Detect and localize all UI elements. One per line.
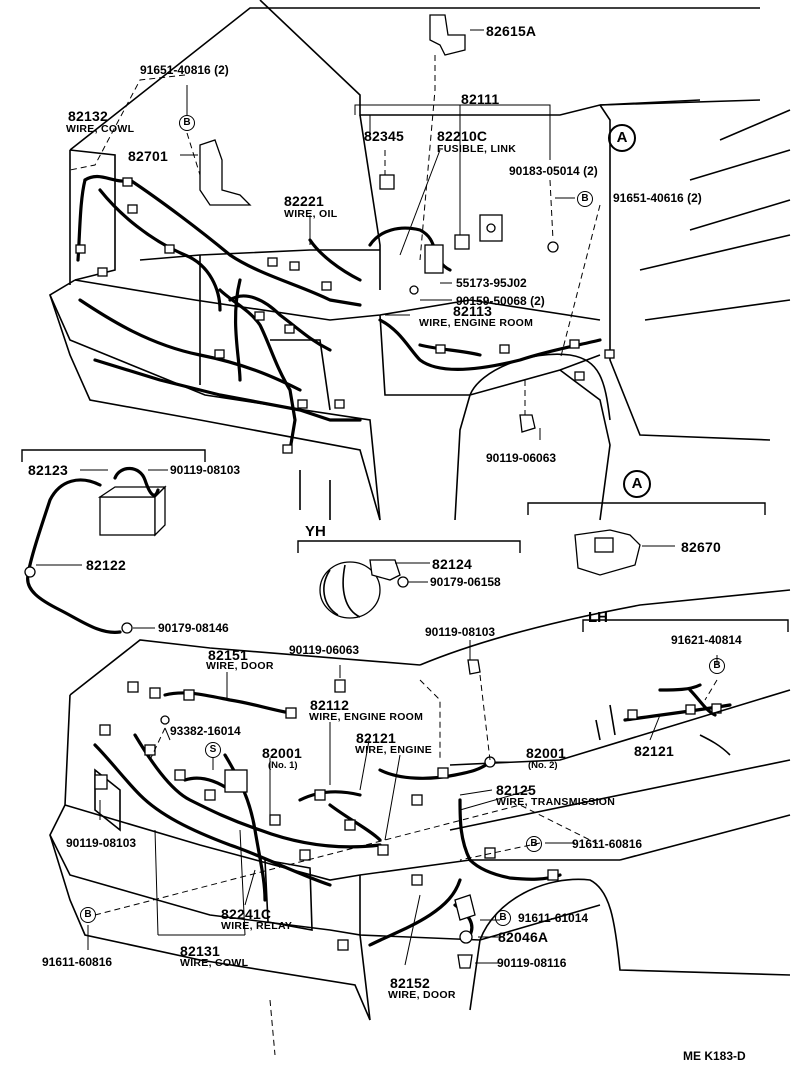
- drawing-reference-code: ME K183-D: [683, 1049, 746, 1063]
- label-82615A: 82615A: [486, 23, 537, 39]
- label-82221: 82221: [284, 193, 324, 209]
- marker-a-top: A: [608, 124, 636, 152]
- label-82121-lh: 82121: [634, 743, 674, 759]
- label-82121-mid-desc: WIRE, ENGINE: [355, 744, 433, 756]
- marker-b-1: B: [179, 115, 195, 131]
- marker-b-3: B: [709, 658, 725, 674]
- label-82241C-desc: WIRE, RELAY: [221, 920, 293, 932]
- top-parts: [75, 14, 615, 454]
- label-90119-08103-bot: 90119-08103: [66, 836, 137, 850]
- label-82132: 82132: [68, 108, 108, 124]
- label-90183-05014: 90183-05014 (2): [509, 164, 598, 178]
- bottom-parts: [94, 659, 559, 969]
- label-82001-no1: 82001: [262, 745, 302, 761]
- top-wire-harness: [76, 174, 602, 452]
- label-82210C-desc: FUSIBLE, LINK: [437, 143, 517, 155]
- label-82131-desc: WIRE, COWL: [180, 957, 249, 969]
- section-lh-title: LH: [588, 609, 608, 626]
- label-82124: 82124: [432, 556, 472, 572]
- label-90179-08146: 90179-08146: [158, 621, 229, 635]
- label-82125: 82125: [496, 782, 536, 798]
- label-55173-95J02: 55173-95J02: [456, 276, 527, 290]
- label-82221-desc: WIRE, OIL: [284, 208, 338, 220]
- label-91651-40616: 91651-40616 (2): [613, 191, 702, 205]
- label-82701: 82701: [128, 148, 168, 164]
- marker-s: S: [205, 742, 221, 758]
- marker-b-6: B: [80, 907, 96, 923]
- label-82241C: 82241C: [221, 906, 272, 922]
- label-91611-60816-left: 91611-60816: [42, 955, 113, 969]
- lh-group: [582, 619, 789, 756]
- bottom-vehicle-body: [49, 589, 791, 1056]
- label-82111: 82111: [461, 91, 500, 107]
- label-82210C: 82210C: [437, 128, 488, 144]
- label-82001-no2: 82001: [526, 745, 566, 761]
- bottom-leaders: [87, 640, 601, 966]
- label-82670: 82670: [681, 539, 721, 555]
- marker-b-4: B: [526, 836, 542, 852]
- label-91651-40816: 91651-40816 (2): [140, 63, 229, 77]
- label-90179-06158: 90179-06158: [430, 575, 501, 589]
- label-82345: 82345: [364, 128, 404, 144]
- label-82046A: 82046A: [498, 929, 549, 945]
- marker-b-5: B: [495, 910, 511, 926]
- label-90159-50068: 90159-50068 (2): [456, 294, 545, 308]
- label-90119-06063-mid: 90119-06063: [289, 643, 360, 657]
- label-82122: 82122: [86, 557, 126, 573]
- label-91611-60816-right: 91611-60816: [572, 837, 643, 851]
- label-82001-no1-desc: (No. 1): [268, 760, 298, 771]
- label-82001-no2-desc: (No. 2): [528, 760, 558, 771]
- yh-group: [297, 540, 521, 619]
- label-82113: 82113: [453, 303, 493, 319]
- top-leaders: [69, 29, 601, 440]
- label-82113-desc: WIRE, ENGINE ROOM: [419, 317, 534, 329]
- label-90119-08103-mid: 90119-08103: [425, 625, 496, 639]
- marker-a-detail: A: [623, 470, 651, 498]
- label-91611-61014: 91611-61014: [518, 911, 589, 925]
- label-82132-desc: WIRE, COWL: [66, 123, 135, 135]
- label-90119-08116: 90119-08116: [497, 956, 567, 970]
- label-82123: 82123: [28, 462, 68, 478]
- bottom-wire-harness: [93, 691, 562, 947]
- label-82152-desc: WIRE, DOOR: [388, 989, 456, 1001]
- label-82125-desc: WIRE, TRANSMISSION: [496, 796, 616, 808]
- section-yh-title: YH: [305, 523, 326, 540]
- label-82112: 82112: [310, 697, 350, 713]
- battery-cable-group: [21, 449, 206, 634]
- label-90119-06063-top: 90119-06063: [486, 451, 557, 465]
- label-82152: 82152: [390, 975, 430, 991]
- label-82131: 82131: [180, 943, 220, 959]
- detail-a-group: [527, 502, 766, 576]
- label-90119-08103-top: 90119-08103: [170, 463, 241, 477]
- label-93382-16014: 93382-16014: [170, 724, 241, 738]
- label-82121-mid: 82121: [356, 730, 396, 746]
- label-82151-desc: WIRE, DOOR: [206, 660, 274, 672]
- label-82112-desc: WIRE, ENGINE ROOM: [309, 711, 424, 723]
- marker-b-2: B: [577, 191, 593, 207]
- label-82151: 82151: [208, 647, 248, 663]
- label-91621-40814: 91621-40814: [671, 633, 742, 647]
- top-vehicle-body: [48, 0, 791, 521]
